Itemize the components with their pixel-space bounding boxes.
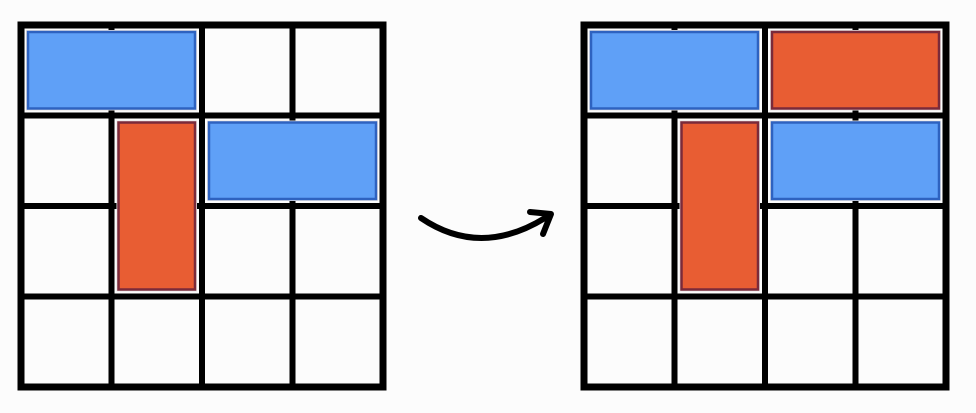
blue-block-piece[interactable] [589,30,760,110]
board-border [580,21,950,391]
curved-arrow-right-icon [418,209,554,241]
blue-block-piece[interactable] [207,121,378,201]
blue-block-piece[interactable] [26,30,197,110]
red-block-piece[interactable] [117,121,197,291]
red-block-piece[interactable] [770,30,941,110]
red-block-piece[interactable] [680,121,760,291]
board-before [17,21,387,391]
board-border [17,21,387,391]
board-after [580,21,950,391]
blue-block-piece[interactable] [770,121,941,201]
